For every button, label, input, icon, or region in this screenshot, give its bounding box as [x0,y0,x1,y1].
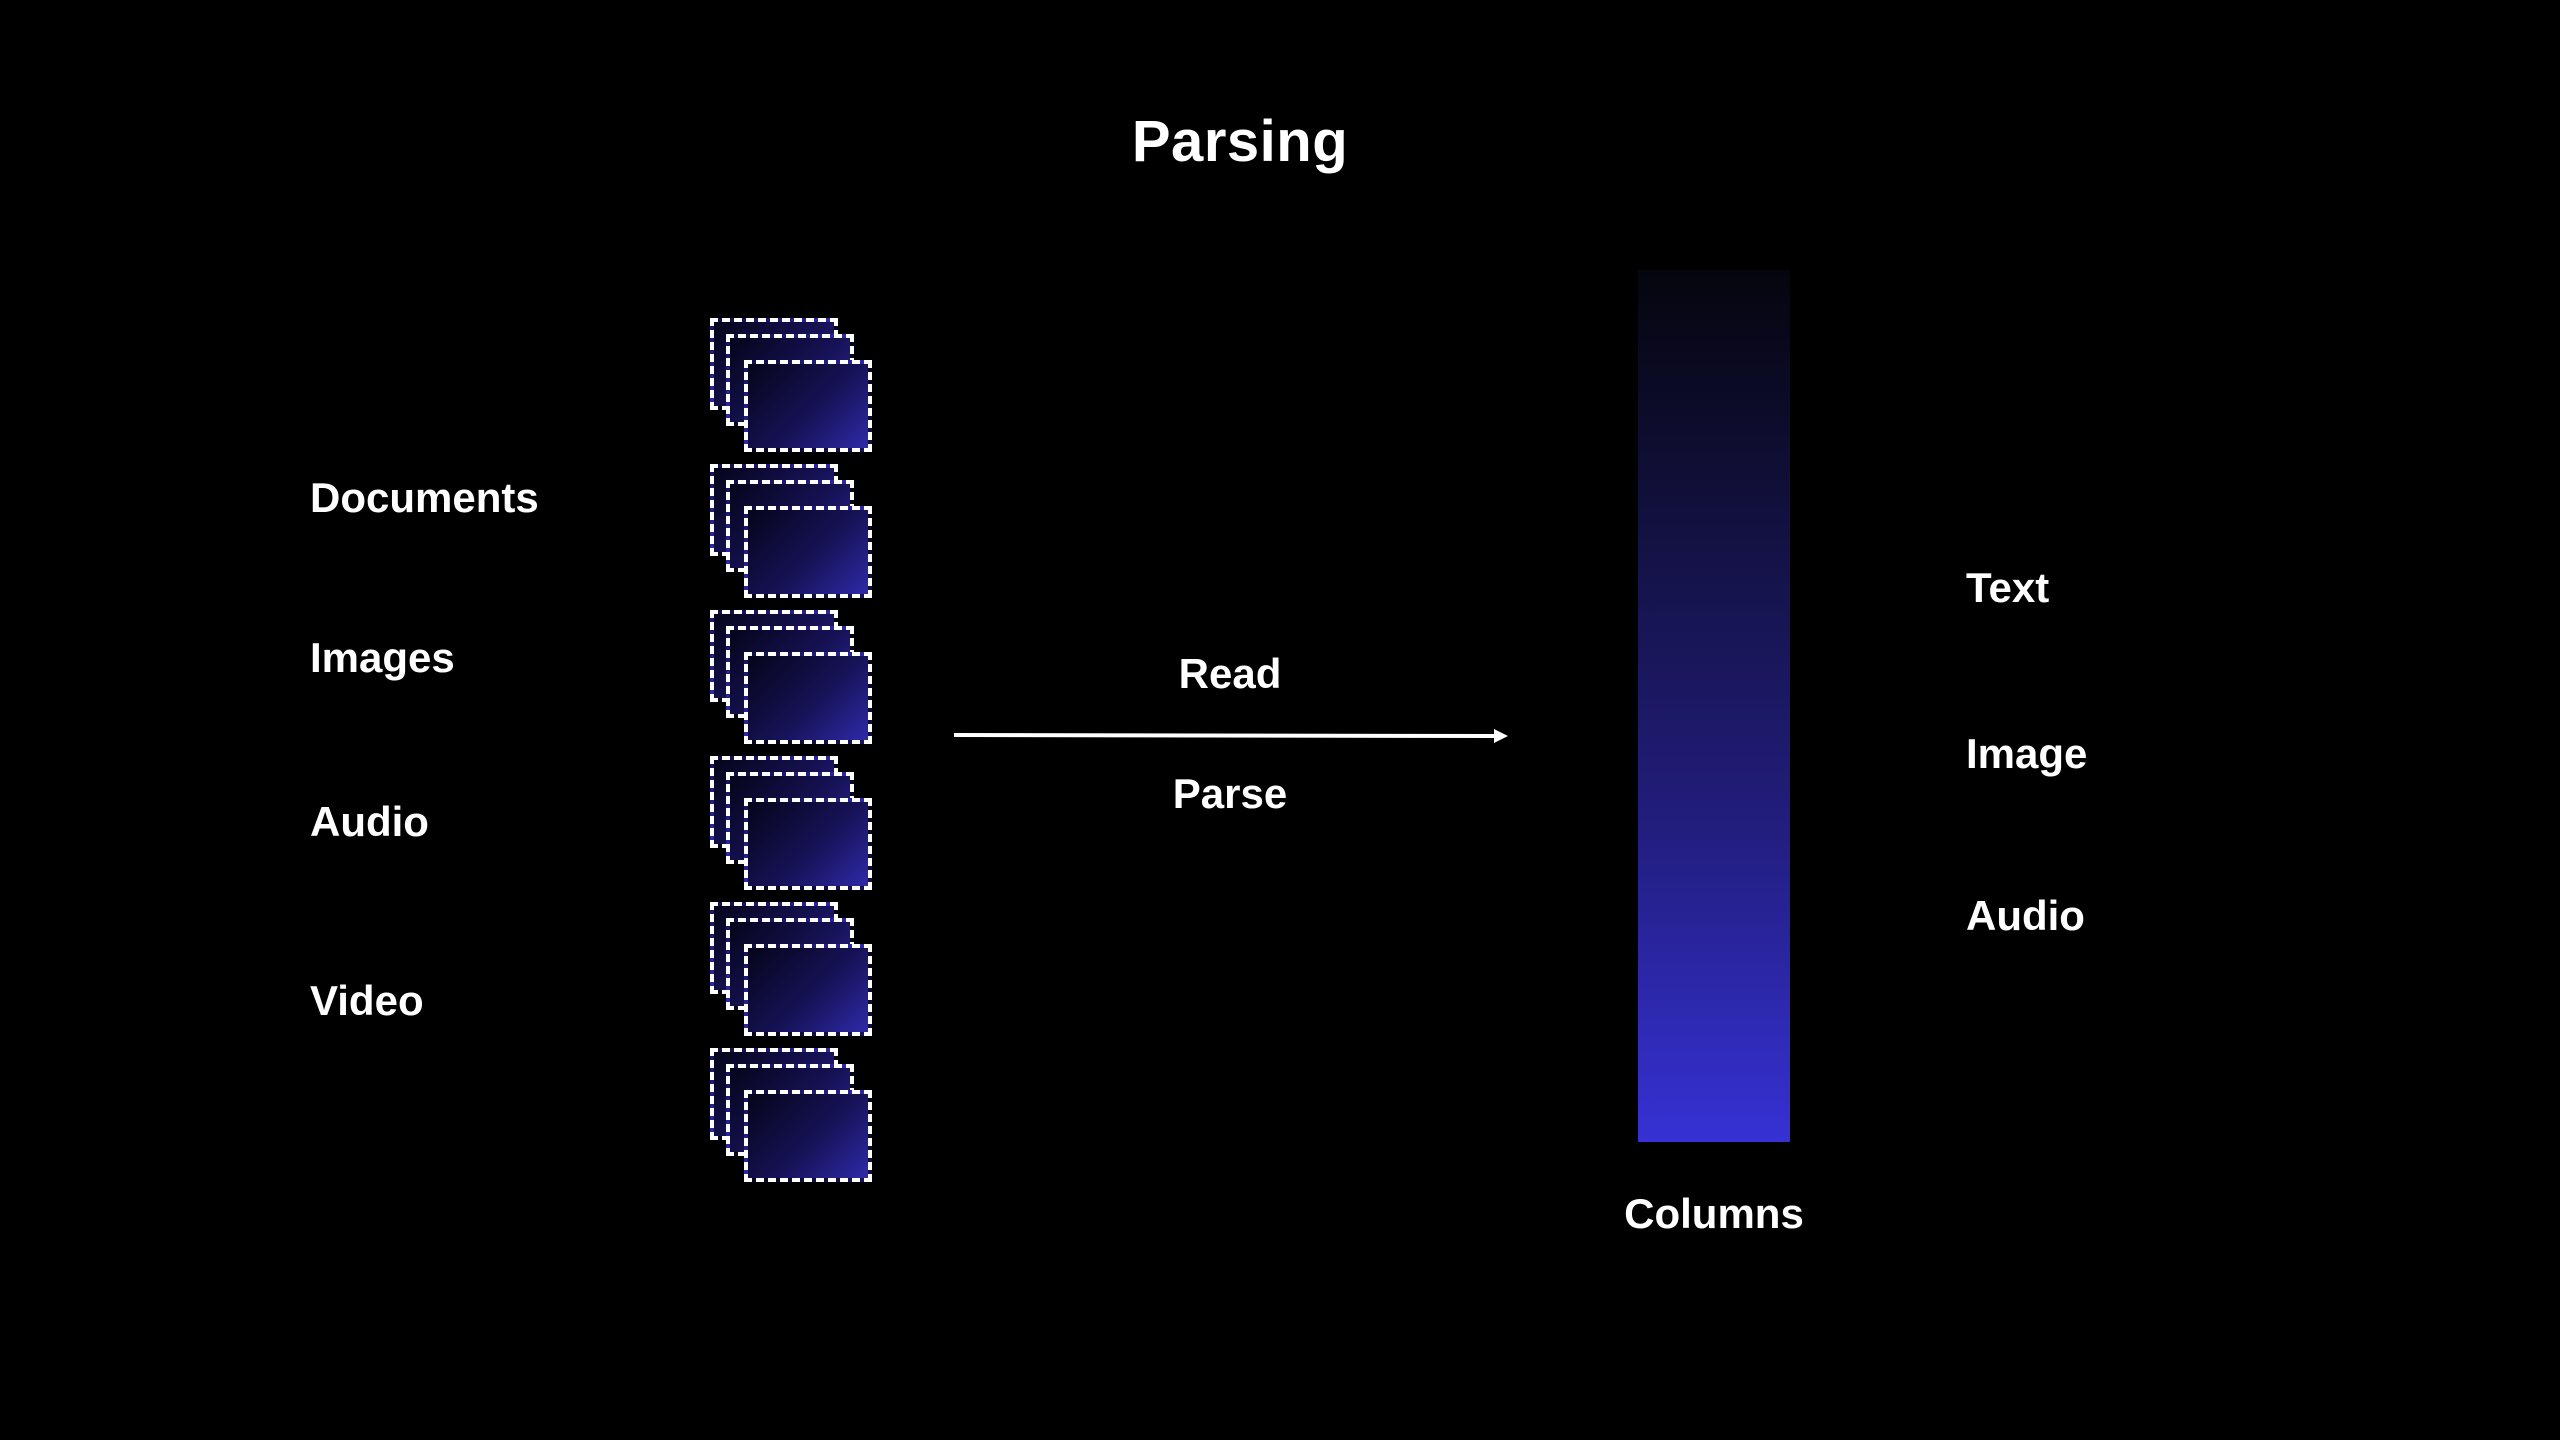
file-stack-4 [710,756,880,898]
input-label-audio: Audio [310,798,429,845]
file-card [744,360,872,452]
right-arrow-icon [953,729,1508,743]
file-stack-5 [710,902,880,1044]
file-card [744,944,872,1036]
file-card [744,506,872,598]
file-stack-2 [710,464,880,606]
output-label-text: Text [1966,564,2050,611]
file-stack-3 [710,610,880,752]
file-stack-6 [710,1048,880,1190]
column-bar [1638,270,1790,1142]
input-label-video: Video [310,977,424,1024]
file-card [744,1090,872,1182]
file-stack-1 [710,318,880,460]
arrow-label-read: Read [1178,650,1282,697]
arrow-label-parse: Parse [1172,770,1288,817]
input-label-documents: Documents [310,474,539,521]
input-label-images: Images [310,634,455,681]
column-label: Columns [1624,1190,1804,1237]
output-label-audio: Audio [1966,892,2085,939]
diagram-title: Parsing [1131,109,1349,174]
file-card [744,798,872,890]
file-card [744,652,872,744]
output-label-image: Image [1966,730,2088,777]
